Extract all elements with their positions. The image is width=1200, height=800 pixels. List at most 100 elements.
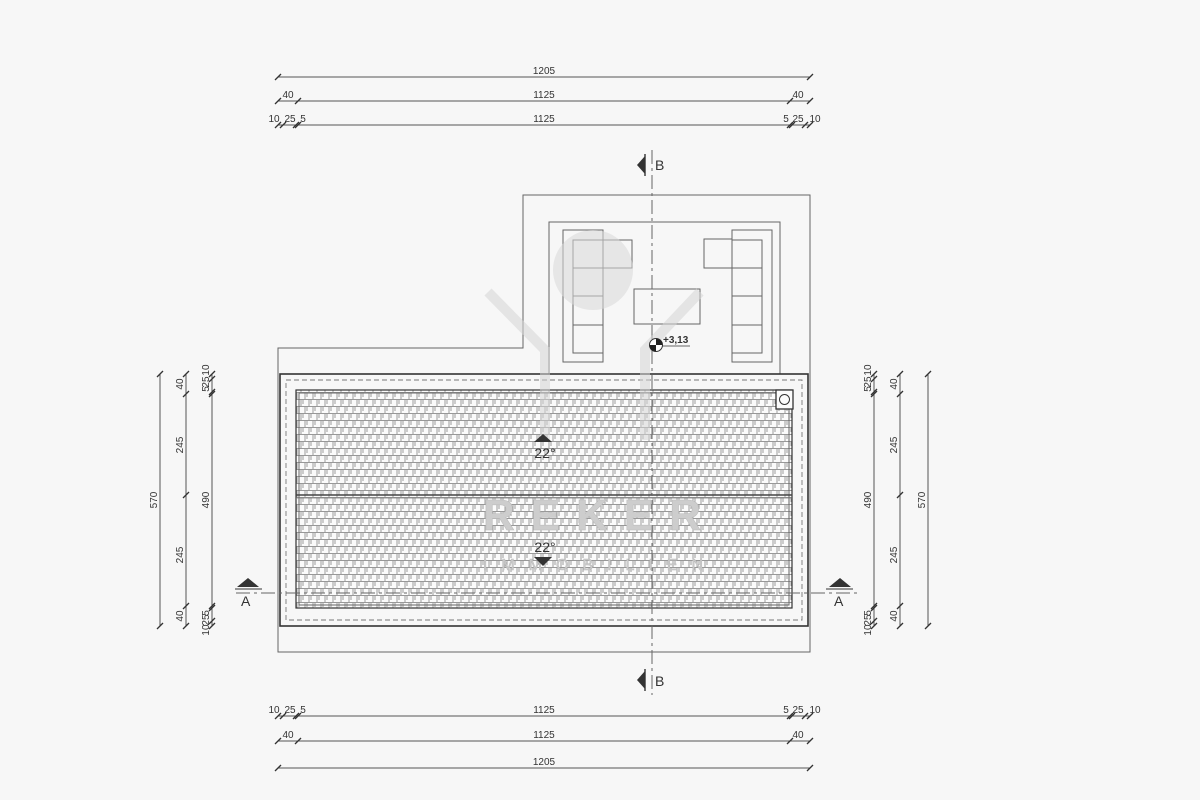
dimension-label: 10 bbox=[863, 364, 874, 376]
dimension-label: 1125 bbox=[533, 705, 555, 716]
dimension-label: 10 bbox=[863, 624, 874, 636]
watermark-text-main: REKER bbox=[483, 491, 717, 540]
dimension-label: 40 bbox=[175, 610, 186, 622]
dimension-tick bbox=[208, 617, 216, 625]
dimension-tick bbox=[208, 602, 216, 610]
dimension-tick bbox=[801, 712, 809, 720]
dimension-tick bbox=[208, 622, 216, 630]
dimension-label: 40 bbox=[282, 730, 294, 741]
dimension-tick bbox=[786, 737, 794, 745]
section-a-label: A bbox=[241, 593, 251, 609]
dimension-tick bbox=[870, 370, 878, 378]
section-marker-a-left: A bbox=[235, 578, 262, 609]
dimension-label: 5 bbox=[300, 705, 306, 716]
dimension-label: 40 bbox=[792, 730, 804, 741]
dimension-tick bbox=[208, 388, 216, 396]
dimension-label: 40 bbox=[889, 378, 900, 390]
dimension-tick bbox=[896, 622, 904, 630]
dimension-tick bbox=[208, 370, 216, 378]
dimension-label: 25 bbox=[201, 614, 212, 626]
chimney bbox=[775, 389, 794, 410]
elevation-label: +3,13 bbox=[663, 335, 689, 346]
dimension-tick bbox=[806, 737, 814, 745]
dimension-label: 5 bbox=[783, 114, 789, 125]
dimension-tick bbox=[294, 712, 302, 720]
dimension-label: 245 bbox=[175, 546, 186, 563]
dimension-tick bbox=[292, 121, 300, 129]
dimension-tick bbox=[182, 491, 190, 499]
dimension-label: 490 bbox=[201, 491, 212, 508]
dimension-label: 5 bbox=[863, 386, 874, 392]
dimension-label: 25 bbox=[284, 705, 296, 716]
dimension-tick bbox=[274, 73, 282, 81]
dimension-label: 40 bbox=[175, 378, 186, 390]
dimension-tick bbox=[786, 97, 794, 105]
dimension-tick bbox=[806, 712, 814, 720]
roof-pitch-bottom: 22° bbox=[534, 539, 556, 566]
dimension-tick bbox=[870, 602, 878, 610]
dimension-tick bbox=[896, 491, 904, 499]
dimension-tick bbox=[274, 121, 282, 129]
dimension-label: 10 bbox=[201, 624, 212, 636]
section-b-label: B bbox=[655, 673, 664, 689]
dimension-label: 1125 bbox=[533, 730, 555, 741]
dimension-tick bbox=[896, 370, 904, 378]
dimension-tick bbox=[294, 737, 302, 745]
dimension-label: 5 bbox=[863, 610, 874, 616]
dimension-tick bbox=[806, 121, 814, 129]
dimension-label: 1205 bbox=[533, 757, 556, 768]
dimension-tick bbox=[806, 97, 814, 105]
dimension-label: 5 bbox=[201, 610, 212, 616]
dimension-tick bbox=[788, 121, 796, 129]
dimension-label: 245 bbox=[889, 546, 900, 563]
dimension-tick bbox=[788, 712, 796, 720]
dimension-tick bbox=[896, 602, 904, 610]
dimension-tick bbox=[208, 604, 216, 612]
dimension-tick bbox=[292, 712, 300, 720]
section-marker-a-right: A bbox=[826, 578, 853, 609]
elevation-marker: +3,13 bbox=[649, 335, 690, 352]
section-marker-b-bottom: B bbox=[637, 669, 664, 691]
dimension-tick bbox=[924, 622, 932, 630]
dimension-tick bbox=[896, 390, 904, 398]
dimension-label: 1205 bbox=[533, 66, 556, 77]
dimension-tick bbox=[279, 121, 287, 129]
dimension-tick bbox=[870, 617, 878, 625]
dimension-tick bbox=[274, 97, 282, 105]
pitch-arrow-down-icon bbox=[534, 557, 552, 566]
dimension-tick bbox=[156, 370, 164, 378]
dimension-label: 25 bbox=[863, 376, 874, 388]
section-b-label: B bbox=[655, 157, 664, 173]
dimension-label: 570 bbox=[917, 491, 928, 508]
dimension-tick bbox=[294, 121, 302, 129]
dimension-label: 25 bbox=[201, 376, 212, 388]
dimension-label: 570 bbox=[149, 491, 160, 508]
section-a-label: A bbox=[834, 593, 844, 609]
dimension-label: 245 bbox=[889, 436, 900, 453]
dimension-tick bbox=[870, 604, 878, 612]
dimension-label: 1125 bbox=[533, 114, 555, 125]
dimension-tick bbox=[182, 602, 190, 610]
dimension-tick bbox=[870, 390, 878, 398]
pitch-arrow-up-icon bbox=[534, 434, 552, 442]
dimension-tick bbox=[182, 390, 190, 398]
dimension-label: 10 bbox=[201, 364, 212, 376]
section-marker-b-top: B bbox=[637, 154, 664, 176]
dimension-label: 5 bbox=[783, 705, 789, 716]
dimension-label: 25 bbox=[863, 614, 874, 626]
dimension-tick bbox=[870, 388, 878, 396]
roof-pitch-bottom-label: 22° bbox=[534, 539, 555, 555]
dimension-label: 1125 bbox=[533, 90, 555, 101]
dimension-label: 10 bbox=[268, 114, 280, 125]
dimension-tick bbox=[208, 375, 216, 383]
dimension-tick bbox=[870, 622, 878, 630]
dimension-tick bbox=[294, 97, 302, 105]
plot-outline bbox=[277, 194, 811, 653]
dimension-label: 10 bbox=[809, 114, 821, 125]
dimension-tick bbox=[801, 121, 809, 129]
dimension-label: 245 bbox=[175, 436, 186, 453]
dimension-tick bbox=[182, 622, 190, 630]
dimension-label: 10 bbox=[268, 705, 280, 716]
